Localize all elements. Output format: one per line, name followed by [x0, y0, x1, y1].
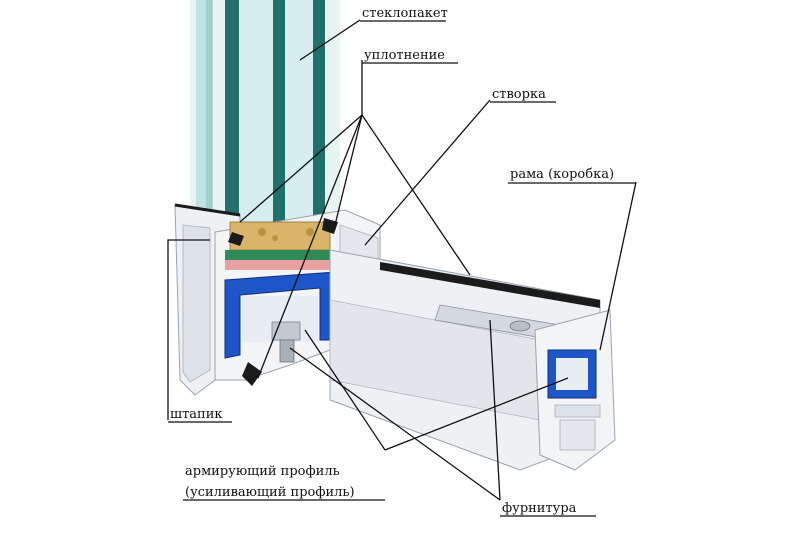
label-reinforcement-line2: (усиливающий профиль)	[185, 485, 355, 500]
leader-sash	[364, 99, 491, 246]
leader-hardware-1	[289, 347, 501, 501]
leader-reinforcement-1	[304, 329, 386, 451]
label-hardware: фурнитура	[502, 501, 577, 516]
leader-lines	[167, 19, 637, 501]
leader-frame	[599, 181, 637, 351]
leader-bead	[167, 239, 210, 420]
label-reinforcement-line1: армирующий профиль	[185, 464, 340, 479]
label-sash: створка	[492, 87, 546, 102]
leader-hardware-2	[489, 319, 501, 501]
glass-unit-illustration	[190, 0, 340, 222]
leader-seal-4	[257, 114, 363, 379]
label-seal: уплотнение	[364, 48, 445, 63]
frame-profile-illustration	[329, 249, 616, 471]
leader-seal-3	[361, 114, 471, 276]
leader-reinforcement-2	[384, 377, 569, 451]
hardware-illustration	[228, 218, 338, 386]
leader-glass-unit	[299, 19, 361, 61]
labels: стеклопакет уплотнение створка рама (кор…	[168, 6, 636, 517]
leader-seal-5	[334, 114, 363, 226]
label-bead: штапик	[170, 407, 222, 422]
leader-seal-2	[239, 114, 363, 223]
label-glass-unit: стеклопакет	[362, 6, 448, 21]
label-frame: рама (коробка)	[510, 167, 614, 182]
